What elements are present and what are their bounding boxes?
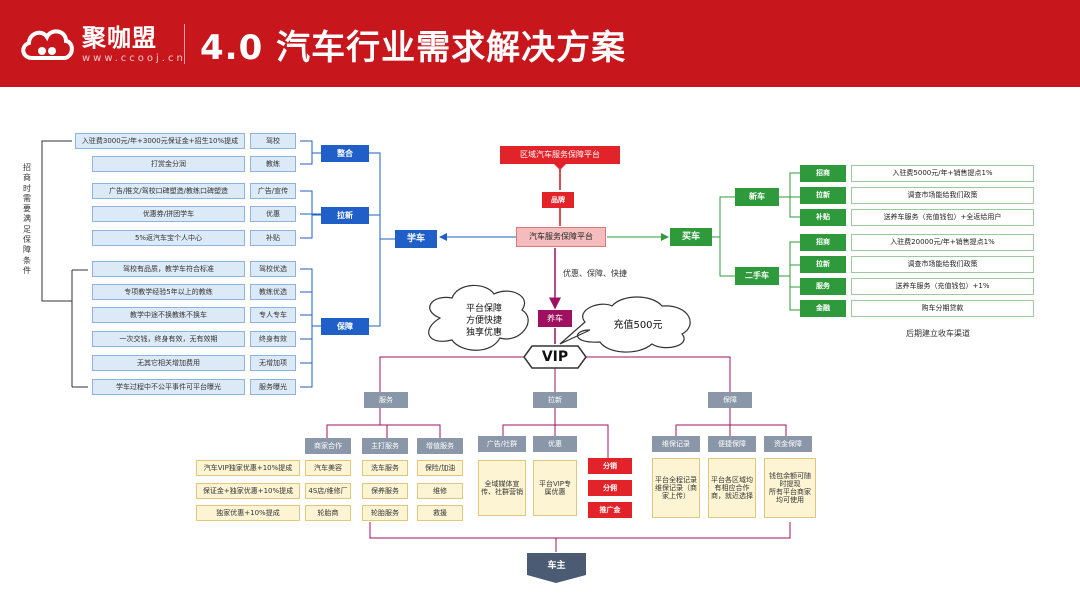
page-title: 4.0 汽车行业需求解决方案: [200, 28, 627, 68]
guard-head-3: 资金保障: [764, 436, 812, 452]
used-desc-3: 送养车服务（充值钱包）+1%: [851, 278, 1034, 295]
left-tag-4: 优惠: [250, 206, 296, 222]
service-head-1: 商家合作: [305, 438, 351, 454]
service-c2-2: 4S店/维修厂: [305, 483, 351, 499]
group-acquire: 拉新: [321, 207, 369, 224]
cloud-logo-icon: [21, 29, 74, 60]
new-tag-3: 补贴: [800, 209, 846, 226]
left-tag-1: 驾校: [250, 133, 296, 149]
left-tag-8: 专人专车: [250, 307, 296, 323]
left-tag-7: 教练优选: [250, 284, 296, 300]
service-c4-2: 维修: [417, 483, 463, 499]
bubble-left-shape: [428, 284, 529, 351]
used-tag-1: 招商: [800, 234, 846, 251]
service-c3-1: 洗车服务: [362, 460, 408, 476]
vip-badge: VIP: [541, 348, 569, 365]
node-core-platform: 汽车服务保障平台: [516, 227, 606, 247]
vip-badge-shape: [523, 345, 587, 369]
service-c3-3: 轮胎服务: [362, 505, 408, 521]
red-box-2: 分佣: [588, 480, 632, 496]
guard-box-2: 平台各区域均有相应合作商，就近选择: [708, 458, 756, 518]
red-box-3: 推广金: [588, 502, 632, 518]
guard-head-1: 维保记录: [652, 436, 700, 452]
used-tag-3: 服务: [800, 278, 846, 295]
left-desc-8: 教学中途不换教练不换车: [92, 307, 245, 323]
node-new-car: 新车: [735, 188, 779, 206]
guard-head-2: 便捷保障: [708, 436, 756, 452]
pull-box-1: 全域媒体宣传、社群营销: [478, 460, 526, 516]
node-learn-driving: 学车: [395, 230, 437, 248]
used-tag-4: 金融: [800, 300, 846, 317]
left-tag-2: 教练: [250, 156, 296, 172]
node-used-car: 二手车: [735, 267, 779, 285]
new-desc-2: 调查市场能给我们政策: [851, 187, 1034, 204]
left-desc-5: 5%返汽车宝个人中心: [92, 230, 245, 246]
service-c1-3: 独家优惠+10%提成: [196, 505, 300, 521]
bottom-service: 服务: [364, 392, 408, 408]
benefits-label: 优惠、保障、快捷: [563, 269, 627, 278]
service-head-2: 主打服务: [362, 438, 408, 454]
site-url: www.ccooj.cn: [82, 53, 186, 64]
service-c4-3: 救援: [417, 505, 463, 521]
left-desc-11: 学车过程中不公平事件可平台曝光: [92, 379, 245, 395]
used-desc-1: 入驻费20000元/年+销售提点1%: [851, 234, 1034, 251]
service-head-3: 增值服务: [417, 438, 463, 454]
pull-head-1: 广告/社群: [478, 436, 526, 452]
header-bar: 聚咖盟 www.ccooj.cn 4.0 汽车行业需求解决方案: [0, 0, 1080, 87]
used-desc-4: 购车分期贷款: [851, 300, 1034, 317]
used-tag-2: 拉新: [800, 256, 846, 273]
pull-box-2: 平台VIP专属优惠: [533, 460, 577, 516]
left-tag-6: 驾校优选: [250, 261, 296, 277]
left-desc-9: 一次交钱，终身有效，无有效期: [92, 331, 245, 347]
left-desc-1: 入驻费3000元/年+3000元保证金+招生10%提成: [75, 133, 245, 149]
service-c1-1: 汽车VIP独家优惠+10%提成: [196, 460, 300, 476]
group-integrate: 整合: [321, 145, 369, 162]
left-desc-6: 驾校有品质，教学车符合标准: [92, 261, 245, 277]
left-tag-10: 无增加项: [250, 355, 296, 371]
new-tag-1: 招商: [800, 165, 846, 182]
new-tag-2: 拉新: [800, 187, 846, 204]
red-box-1: 分销: [588, 458, 632, 474]
used-desc-2: 调查市场能给我们政策: [851, 256, 1034, 273]
left-desc-3: 广告/推文/驾校口碑塑造/教练口碑塑造: [92, 183, 245, 199]
left-desc-10: 无其它相关增加费用: [92, 355, 245, 371]
group-guarantee: 保障: [321, 318, 369, 335]
left-desc-2: 打赏金分润: [92, 156, 245, 172]
left-tag-3: 广告/宣传: [250, 183, 296, 199]
side-vertical-label: 招商时需要满足保障条件: [23, 163, 31, 275]
node-brand: 品牌: [542, 192, 574, 208]
platform-banner: 区域汽车服务保障平台: [520, 150, 600, 160]
service-c2-3: 轮胎商: [305, 505, 351, 521]
service-c3-2: 保养服务: [362, 483, 408, 499]
left-desc-4: 优惠券/拼团学车: [92, 206, 245, 222]
left-desc-7: 专项教学经验5年以上的教练: [92, 284, 245, 300]
guard-box-1: 平台全程记录维保记录（商家上传）: [652, 458, 700, 518]
bubble-right-shape: [559, 296, 691, 353]
bottom-guarantee: 保障: [708, 392, 752, 408]
owner-shape: [527, 553, 586, 583]
left-tag-11: 服务曝光: [250, 379, 296, 395]
pull-head-2: 优惠: [533, 436, 577, 452]
left-tag-9: 终身有效: [250, 331, 296, 347]
new-desc-3: 送养车服务（充值钱包）+全返给用户: [851, 209, 1034, 226]
bottom-acquire: 拉新: [533, 392, 577, 408]
header-divider: [184, 24, 185, 64]
guard-box-3: 钱包余额可随时提现 所有平台商家均可使用: [764, 458, 816, 518]
new-desc-1: 入驻费5000元/年+销售提点1%: [851, 165, 1034, 182]
left-tag-5: 补贴: [250, 230, 296, 246]
node-buy-car: 买车: [670, 228, 712, 246]
node-car-owner: 车主: [547, 560, 566, 571]
brand-name: 聚咖盟: [82, 24, 157, 52]
bubble-right-text: 充值500元: [613, 319, 663, 331]
node-maintain-car: 养车: [538, 310, 572, 327]
service-c2-1: 汽车美容: [305, 460, 351, 476]
service-c4-1: 保险/加油: [417, 460, 463, 476]
bubble-left-text: 平台保障 方便快捷 独享优惠: [465, 304, 502, 338]
service-c1-2: 保证金+独家优惠+10%提成: [196, 483, 300, 499]
banner-shape: [500, 146, 620, 170]
used-car-note: 后期建立收车渠道: [906, 329, 970, 338]
